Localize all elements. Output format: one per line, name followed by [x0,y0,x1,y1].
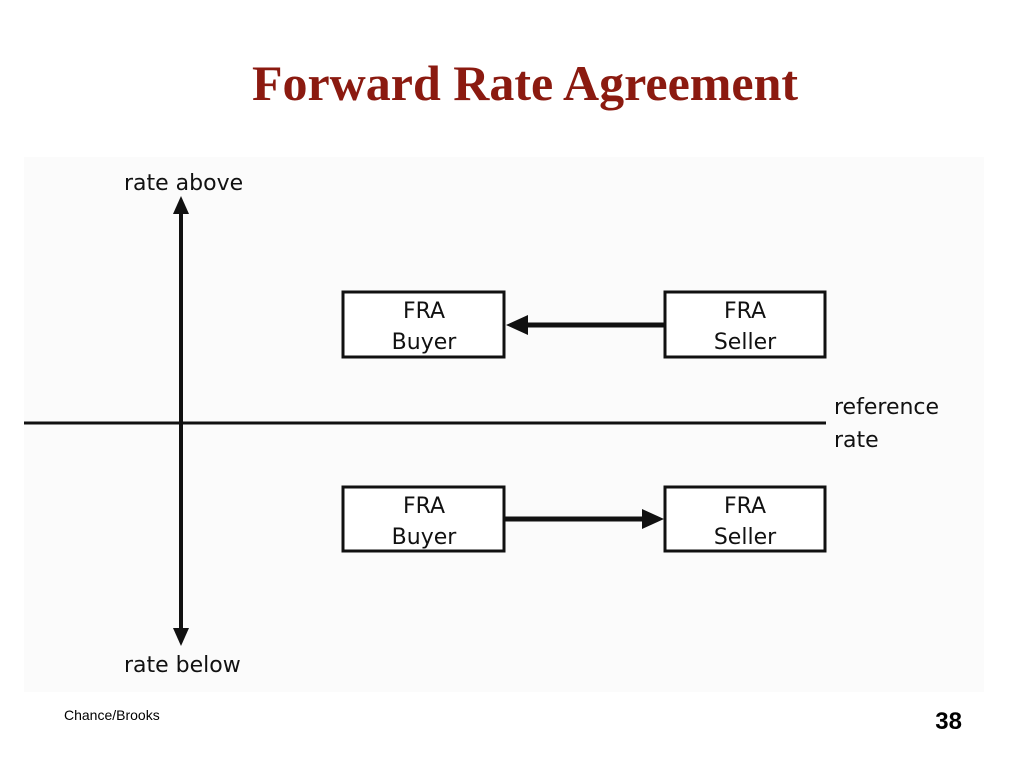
upper-seller-box [663,290,827,359]
footer-author: Chance/Brooks [64,707,160,723]
vertical-axis-up-arrowhead [173,196,189,214]
upper-seller-line2: Seller [714,330,777,355]
slide-title: Forward Rate Agreement [251,55,799,111]
upper-buyer-line1: FRA [403,299,445,324]
page-number: 38 [935,708,962,735]
rate-below-label: rate below [124,653,241,678]
lower-buyer-line2: Buyer [392,525,458,550]
lower-arrowhead [642,509,664,529]
upper-seller-line1: FRA [724,299,766,324]
lower-buyer-line1: FRA [403,494,445,519]
lower-seller-box [663,485,827,553]
lower-seller-line1: FRA [724,494,766,519]
reference-rate-label-line1: reference [834,395,939,420]
reference-rate-label-line2: rate [834,428,879,453]
upper-arrowhead [506,315,528,335]
lower-buyer-box [341,485,506,553]
rate-above-label: rate above [124,171,243,196]
lower-seller-line2: Seller [714,525,777,550]
upper-buyer-line2: Buyer [392,330,458,355]
vertical-axis-down-arrowhead [173,628,189,646]
upper-buyer-box [341,290,506,359]
